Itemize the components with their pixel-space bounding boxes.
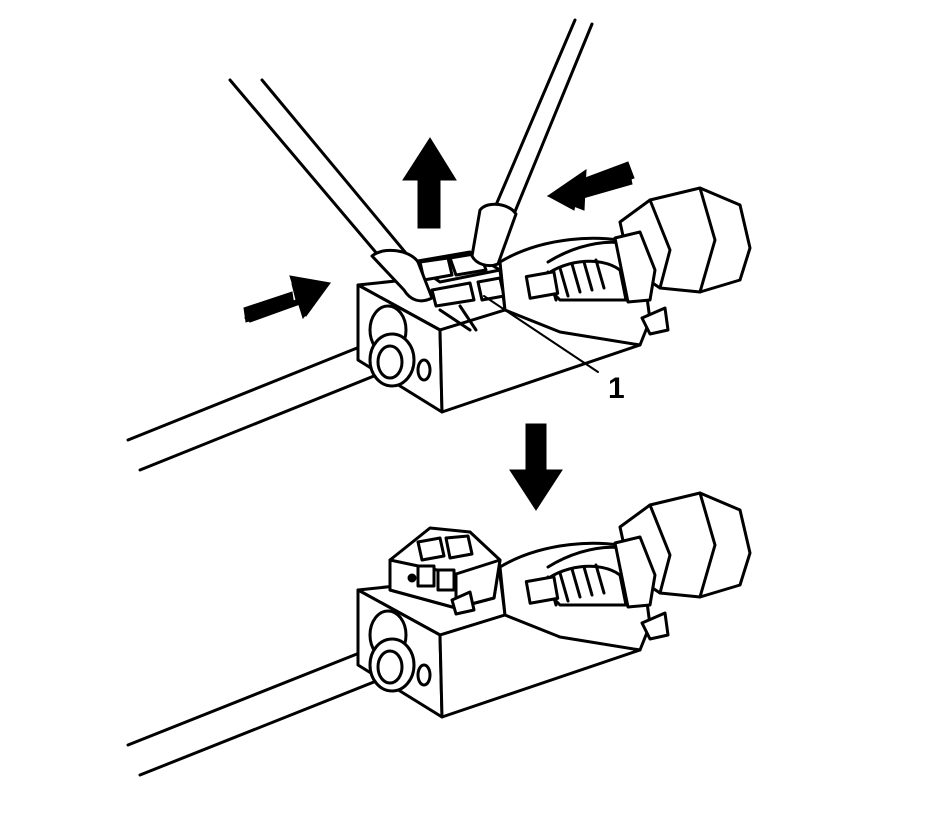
bottom-hex-nut xyxy=(613,491,752,641)
callout-1-label: 1 xyxy=(608,372,625,405)
bottom-connector-assembly xyxy=(126,491,752,777)
bottom-locking-clip-released xyxy=(388,526,502,616)
bottom-spring xyxy=(524,563,606,607)
arrow-down-icon xyxy=(509,423,563,511)
top-hex-nut xyxy=(613,186,752,336)
top-wire xyxy=(126,340,386,472)
top-terminal-housing xyxy=(498,236,652,347)
callout-1: 1 xyxy=(483,295,625,405)
arrow-right-icon xyxy=(243,275,332,323)
left-screwdriver-icon xyxy=(228,78,434,303)
bottom-wire xyxy=(126,646,386,777)
top-spring xyxy=(524,258,606,302)
top-connector-assembly: 1 xyxy=(126,18,752,472)
arrow-up-icon xyxy=(402,137,457,229)
arrow-down-left-icon xyxy=(546,161,635,211)
right-screwdriver-icon xyxy=(470,18,594,268)
